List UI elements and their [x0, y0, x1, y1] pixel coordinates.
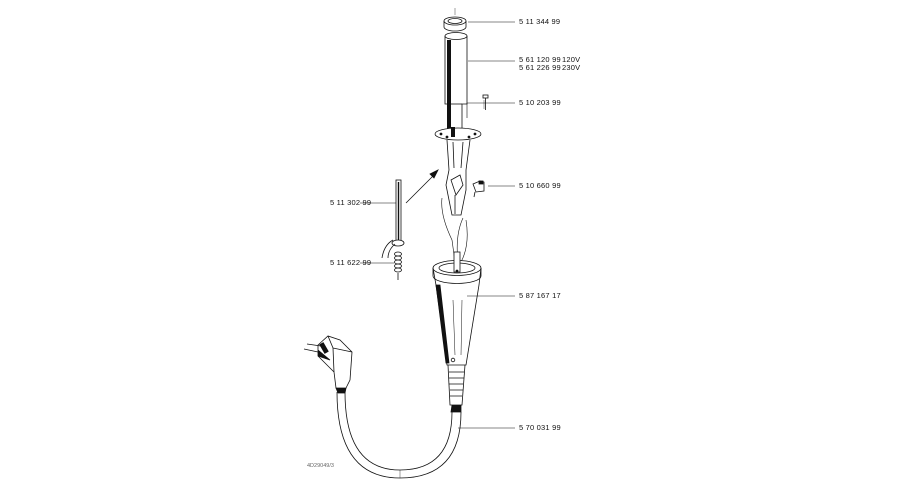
voltage-230v: 230V — [562, 63, 581, 72]
part-number-tube-230v: 5 61 226 99 — [519, 63, 561, 72]
spring-part — [394, 251, 402, 280]
leader-lines — [360, 21, 515, 429]
part-number-handle: 5 87 167 17 — [519, 291, 561, 300]
heating-element-part — [434, 127, 482, 216]
ring-part — [443, 8, 467, 32]
assembly-arrow — [405, 169, 439, 204]
voltage-120v: 120V — [562, 55, 581, 64]
part-number-rod: 5 11 302 99 — [330, 198, 372, 207]
clip-part — [472, 180, 485, 198]
part-number-ring: 5 11 344 99 — [519, 17, 561, 26]
part-number-screw: 5 10 203 99 — [519, 98, 561, 107]
strain-relief-part — [447, 364, 466, 413]
heating-tube-part — [444, 32, 468, 132]
handle-part — [432, 251, 482, 366]
part-number-cable: 5 70 031 99 — [519, 423, 561, 432]
cable-part — [335, 387, 462, 479]
part-number-tube-120v: 5 61 120 99 — [519, 55, 561, 64]
plug-part — [303, 335, 353, 389]
screw-part — [482, 94, 489, 110]
rod-part — [381, 179, 405, 259]
part-number-clip: 5 10 660 99 — [519, 181, 561, 190]
drawing-code: 4D29049/3 — [307, 463, 334, 469]
part-number-spring: 5 11 622 99 — [330, 258, 372, 267]
